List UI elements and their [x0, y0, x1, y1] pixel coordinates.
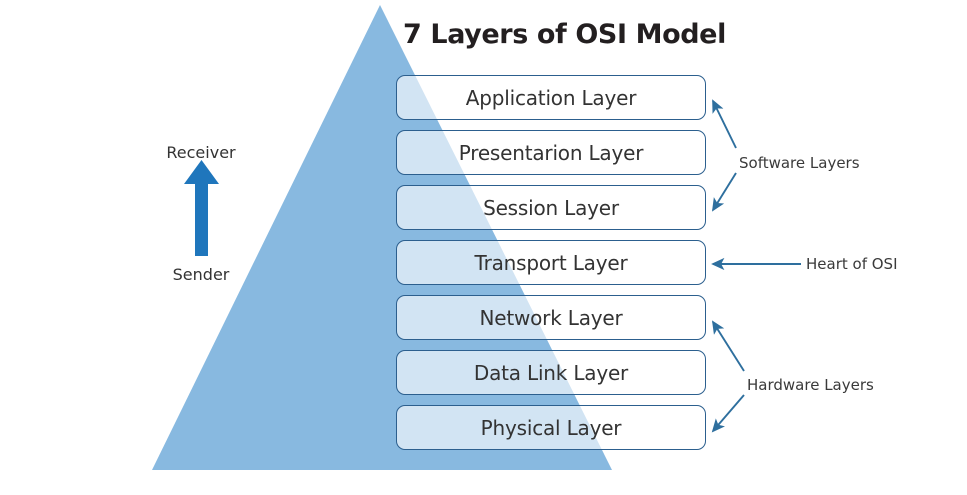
layer-label: Session Layer — [483, 195, 619, 220]
layer-box-session[interactable]: Session Layer — [396, 185, 706, 230]
layer-label: Network Layer — [479, 305, 623, 330]
hardware-layers-connectors — [711, 320, 745, 433]
layer-box-application[interactable]: Application Layer — [396, 75, 706, 120]
layer-label: Data Link Layer — [473, 360, 629, 385]
software-layers-connectors — [711, 99, 737, 212]
layer-label: Presentarion Layer — [458, 140, 644, 165]
layer-label: Physical Layer — [480, 415, 622, 440]
layer-box-network[interactable]: Network Layer — [396, 295, 706, 340]
sender-label: Sender — [172, 265, 230, 284]
layer-label: Application Layer — [465, 85, 637, 110]
layer-box-presentation[interactable]: Presentarion Layer — [396, 130, 706, 175]
page-title: 7 Layers of OSI Model — [403, 19, 726, 50]
layer-label: Transport Layer — [474, 250, 628, 275]
layer-box-transport[interactable]: Transport Layer — [396, 240, 706, 285]
layer-box-data-link[interactable]: Data Link Layer — [396, 350, 706, 395]
annotation-heart-of-osi: Heart of OSI — [806, 255, 898, 273]
receiver-label: Receiver — [166, 143, 236, 162]
layer-box-physical[interactable]: Physical Layer — [396, 405, 706, 450]
annotation-software-layers: Software Layers — [739, 154, 860, 172]
sender-receiver-flow-arrow — [184, 160, 219, 256]
osi-layer-stack: Application Layer Presentarion Layer Ses… — [396, 75, 706, 451]
annotation-hardware-layers: Hardware Layers — [747, 376, 874, 394]
